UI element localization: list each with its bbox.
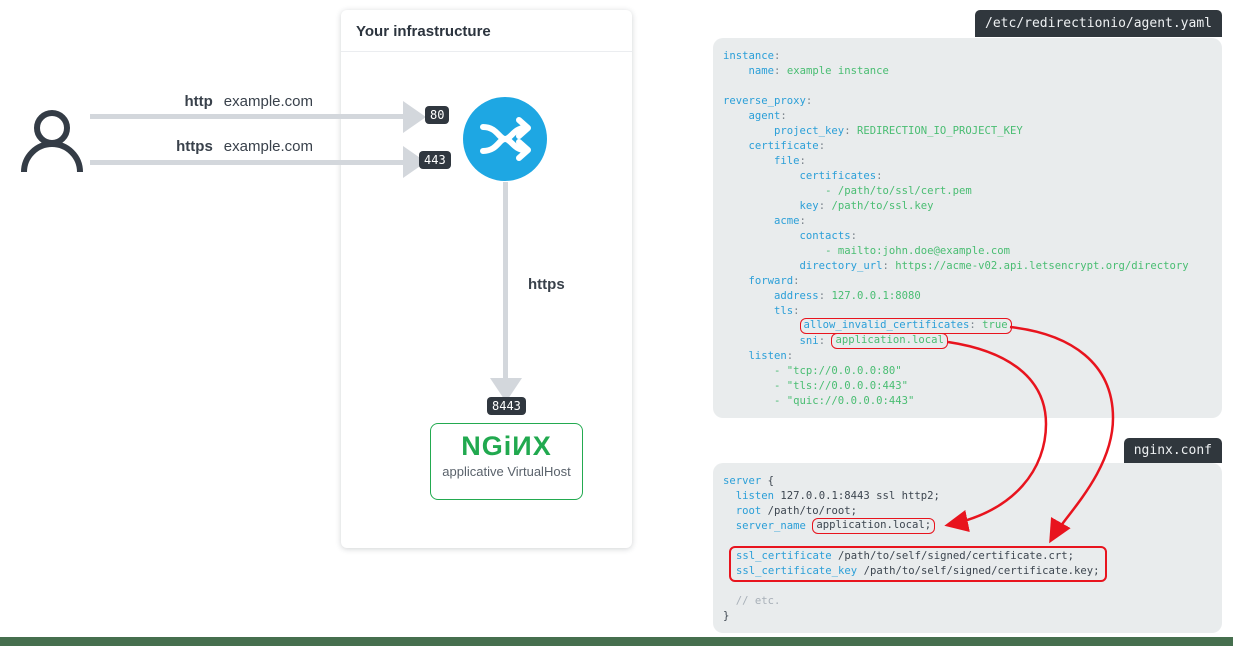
- code-line: root /path/to/root;: [735, 505, 857, 517]
- internal-protocol-label: https: [528, 276, 565, 293]
- code-line: server_name application.local;: [723, 518, 1222, 534]
- http-flow-line: [90, 114, 403, 119]
- https-host-label: example.com: [223, 138, 313, 155]
- shuffle-icon: [463, 97, 547, 186]
- infrastructure-card-title: Your infrastructure: [341, 10, 632, 52]
- code-line: - "tls://0.0.0.0:443": [774, 380, 908, 392]
- code-line: - "tcp://0.0.0.0:80": [774, 365, 902, 377]
- code-line: name: example instance: [748, 65, 889, 77]
- code-line: - /path/to/ssl/cert.pem: [825, 185, 972, 197]
- code-line: server {: [723, 475, 775, 487]
- code-line: certificates:: [799, 170, 883, 182]
- port-badge-8443: 8443: [487, 397, 526, 415]
- nginx-conf-code: server { listen 127.0.0.1:8443 ssl http2…: [723, 474, 1222, 624]
- code-line: forward:: [748, 275, 800, 287]
- red-highlight-box: application.local: [831, 333, 948, 349]
- red-highlight-box: allow_invalid_certificates: true: [799, 318, 1012, 334]
- nginx-virtualhost-card: NGiИX applicative VirtualHost: [430, 423, 583, 500]
- code-line: // etc.: [723, 595, 781, 607]
- internal-flow-line: [503, 182, 508, 378]
- http-protocol-label: http: [184, 93, 213, 110]
- code-line: agent:: [748, 110, 787, 122]
- red-highlight-box-multiline: ssl_certificate /path/to/self/signed/cer…: [729, 546, 1107, 582]
- code-line: - mailto:john.doe@example.com: [825, 245, 1011, 257]
- code-line: instance:: [723, 50, 781, 62]
- code-line: directory_url: https://acme-v02.api.lets…: [799, 260, 1189, 272]
- code-line: contacts:: [799, 230, 857, 242]
- code-line: - "quic://0.0.0.0:443": [774, 395, 915, 407]
- port-badge-443: 443: [419, 151, 451, 169]
- port-badge-80: 80: [425, 106, 450, 124]
- code-line: allow_invalid_certificates: true: [723, 318, 1222, 334]
- code-line: }: [723, 610, 730, 622]
- code-line: reverse_proxy:: [723, 95, 813, 107]
- code-line: key: /path/to/ssl.key: [799, 200, 934, 212]
- https-flow-label: https example.com: [140, 138, 313, 155]
- code-line: file:: [774, 155, 806, 167]
- code-line: ssl_certificate /path/to/self/signed/cer…: [736, 550, 1075, 562]
- code-line: certificate:: [748, 140, 826, 152]
- https-flow-line: [90, 160, 403, 165]
- code-line: sni: application.local: [723, 333, 1222, 349]
- person-icon: [20, 110, 84, 177]
- agent-yaml-code: instance: name: example instance reverse…: [723, 49, 1222, 409]
- http-flow-label: http example.com: [140, 93, 313, 110]
- http-host-label: example.com: [223, 93, 313, 110]
- code-line: address: 127.0.0.1:8080: [774, 290, 921, 302]
- code-line: [723, 79, 1222, 94]
- code-line: listen 127.0.0.1:8443 ssl http2;: [735, 490, 940, 502]
- code-line: acme:: [774, 215, 806, 227]
- nginx-conf-panel: server { listen 127.0.0.1:8443 ssl http2…: [713, 463, 1222, 633]
- code-line: project_key: REDIRECTION_IO_PROJECT_KEY: [774, 125, 1023, 137]
- agent-yaml-panel: instance: name: example instance reverse…: [713, 38, 1222, 418]
- code-line: listen:: [748, 350, 794, 362]
- agent-yaml-filename-tab: /etc/redirectionio/agent.yaml: [975, 10, 1222, 37]
- http-arrowhead-icon: [403, 101, 426, 133]
- nginx-logo: NGiИX: [461, 431, 552, 461]
- nginx-caption: applicative VirtualHost: [442, 464, 571, 479]
- code-line: tls:: [774, 305, 800, 317]
- nginx-conf-filename-tab: nginx.conf: [1123, 438, 1222, 463]
- https-protocol-label: https: [176, 138, 213, 155]
- code-line: ssl_certificate_key /path/to/self/signed…: [736, 565, 1100, 577]
- red-highlight-box: application.local;: [812, 518, 936, 534]
- footer-bar: [0, 637, 1233, 646]
